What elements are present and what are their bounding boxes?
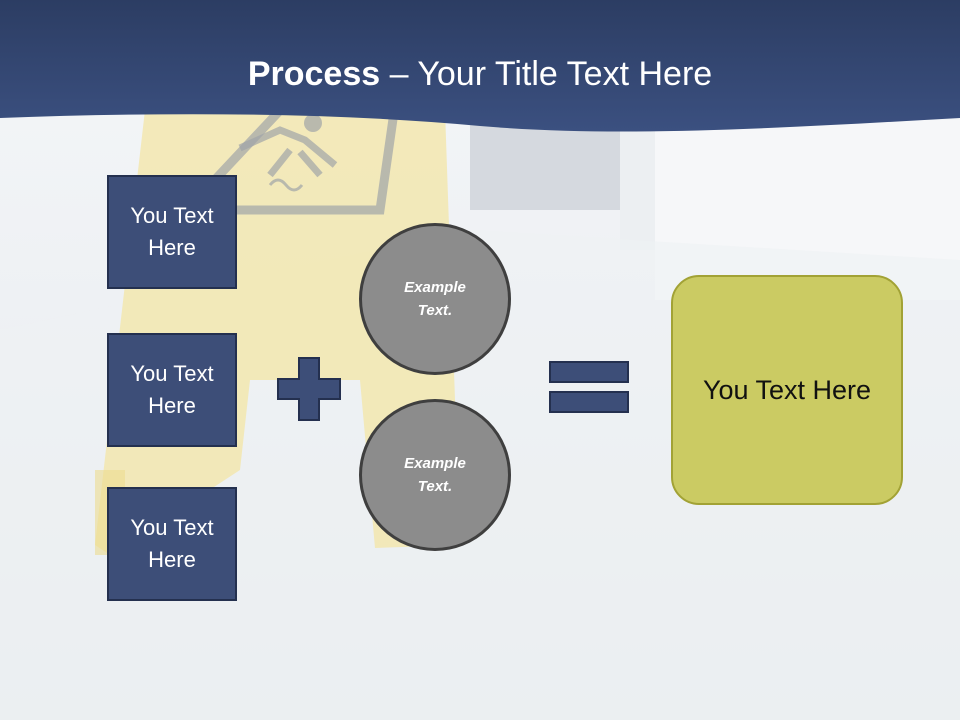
title-bold: Process [247,55,381,93]
plus-icon [277,357,341,421]
slide-title: Process – Your Title Text Here [0,52,960,96]
equals-icon [549,361,629,413]
circle-label: Example Text. [404,455,466,495]
header-band [0,0,960,132]
text-box-3[interactable]: You Text Here [107,487,237,601]
result-box[interactable]: You Text Here [671,275,903,505]
circle-label: Example Text. [404,279,466,319]
example-circle-2[interactable]: Example Text. [359,399,511,551]
text-box-label: You Text Here [130,515,214,572]
title-rest: – Your Title Text Here [380,55,713,93]
example-circle-1[interactable]: Example Text. [359,223,511,375]
text-box-label: You Text Here [130,203,214,260]
text-box-2[interactable]: You Text Here [107,333,237,447]
result-label: You Text Here [702,375,872,405]
text-box-1[interactable]: You Text Here [107,175,237,289]
text-box-label: You Text Here [130,361,214,418]
